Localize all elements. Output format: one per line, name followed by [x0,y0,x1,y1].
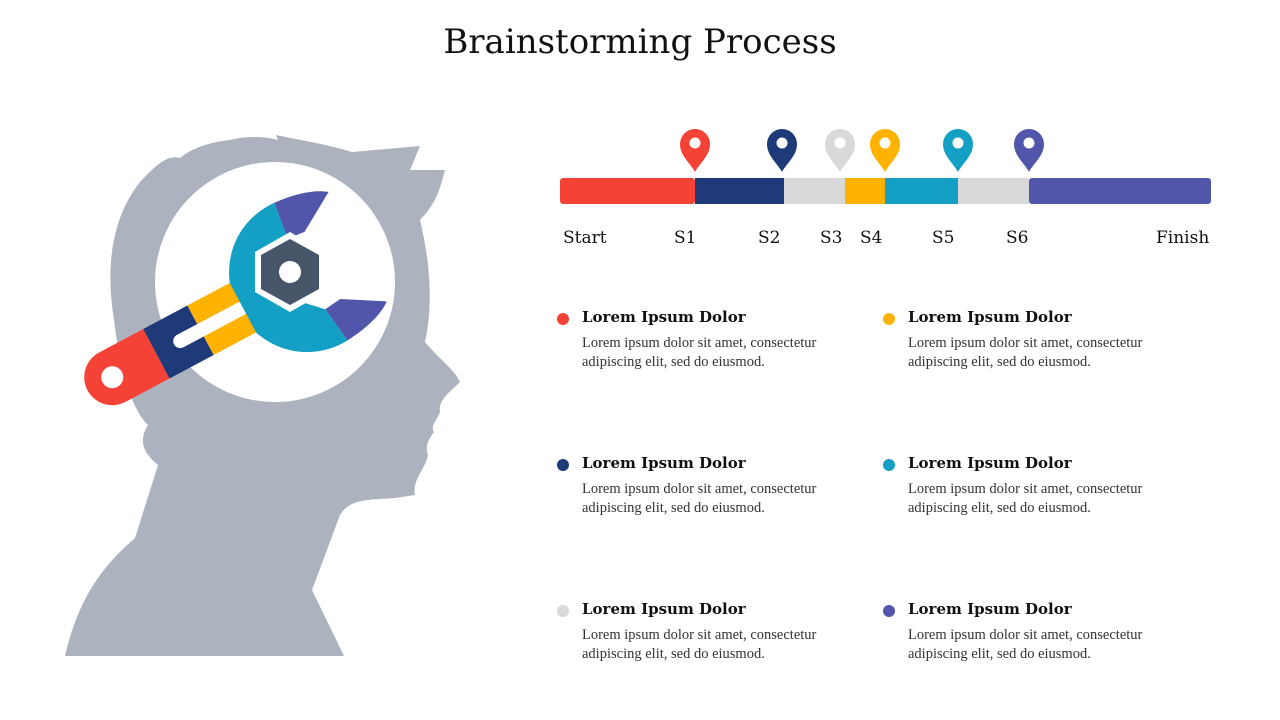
wrench-hole [101,366,124,389]
page-title: Brainstorming Process [443,22,837,62]
map-pin-icon [680,129,710,172]
map-pin-icon [1014,129,1044,172]
timeline-segment [784,178,845,204]
timeline-stage-label-s6: S6 [1006,228,1029,248]
item-text: Lorem ipsum dolor sit amet, consectetur … [908,481,1143,516]
wrench-red-segment [84,329,170,406]
timeline-start-label: Start [563,228,607,248]
timeline-finish-label: Finish [1156,228,1210,248]
map-pin-icon [825,129,855,172]
bullet-dot [883,605,895,617]
timeline-bar [560,129,1211,204]
timeline-segment [845,178,885,204]
wrench-purple-tip-bottom [325,299,387,341]
timeline-segment [560,178,695,204]
item-title: Lorem Ipsum Dolor [582,308,746,326]
head-silhouette-icon [65,135,460,656]
timeline-segment [1029,178,1211,204]
bullet-dot [883,459,895,471]
item-title: Lorem Ipsum Dolor [582,600,746,618]
item-title: Lorem Ipsum Dolor [582,454,746,472]
timeline-segment [695,178,784,204]
item-title: Lorem Ipsum Dolor [908,600,1072,618]
map-pin-icon [870,129,900,172]
bullet-dot [557,313,569,325]
timeline-stage-label-s4: S4 [860,228,883,248]
map-pin-icon [767,129,797,172]
timeline-segment [958,178,1029,204]
wrench-purple-tip-top [274,191,329,239]
item-title: Lorem Ipsum Dolor [908,308,1072,326]
item-title: Lorem Ipsum Dolor [908,454,1072,472]
wrench-teal-jaw [229,202,348,353]
timeline-stage-label-s1: S1 [674,228,697,248]
item-text: Lorem ipsum dolor sit amet, consectetur … [582,627,817,662]
item-text: Lorem ipsum dolor sit amet, consectetur … [908,335,1143,370]
wrench-icon [84,191,387,406]
wrench-slot [173,302,248,349]
timeline-stage-label-s5: S5 [932,228,955,248]
timeline-stage-label-s3: S3 [820,228,843,248]
hair-tuft [140,178,158,205]
bullet-dot [883,313,895,325]
map-pin-icon [943,129,973,172]
bullet-dot [557,605,569,617]
item-text: Lorem ipsum dolor sit amet, consectetur … [908,627,1143,662]
item-text: Lorem ipsum dolor sit amet, consectetur … [582,335,817,370]
timeline-segment [885,178,958,204]
bullet-dot [557,459,569,471]
item-text: Lorem ipsum dolor sit amet, consectetur … [582,481,817,516]
hair-tuft [172,160,190,172]
hex-nut-icon [255,232,325,312]
timeline-stage-label-s2: S2 [758,228,781,248]
